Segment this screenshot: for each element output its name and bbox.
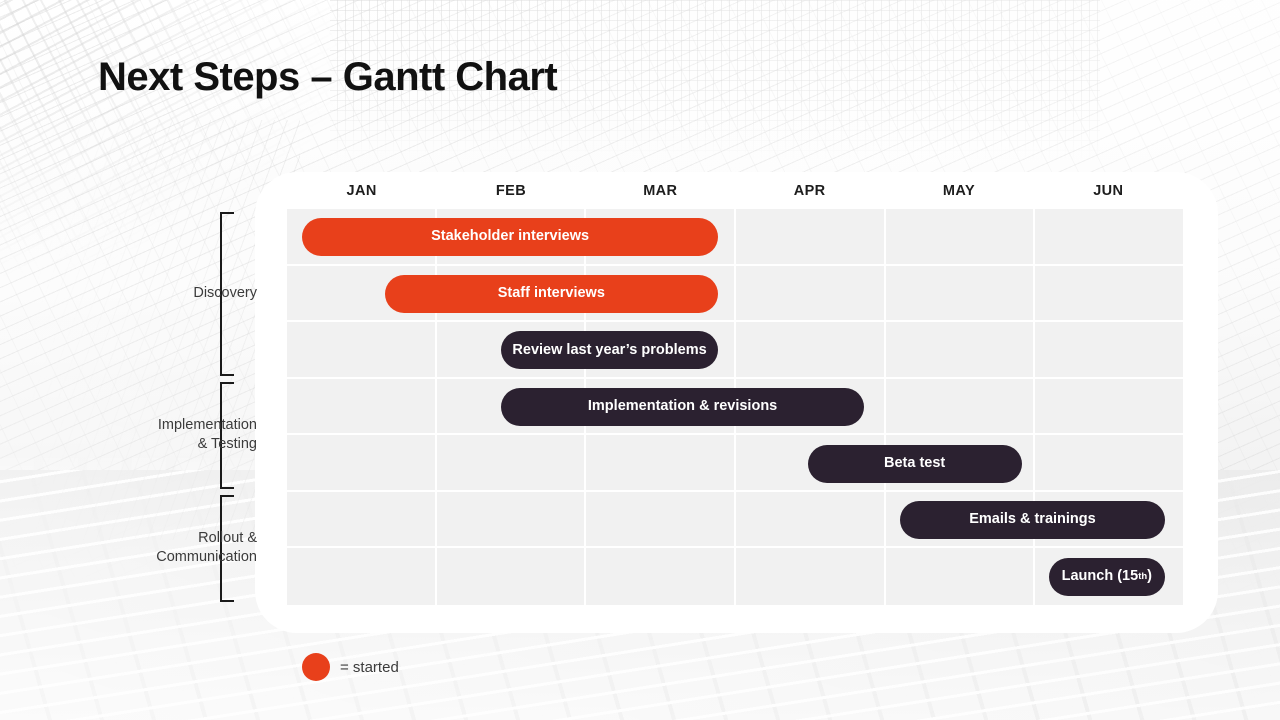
month-label-may: MAY bbox=[942, 183, 976, 199]
gantt-grid-cell bbox=[586, 435, 737, 492]
gantt-grid-cell bbox=[287, 322, 437, 379]
gantt-grid-cell bbox=[287, 548, 437, 605]
gantt-bar-stakeholder-interviews[interactable]: Stakeholder interviews bbox=[302, 218, 718, 257]
gantt-bar-emails-trainings[interactable]: Emails & trainings bbox=[899, 501, 1166, 540]
gantt-grid-cell bbox=[287, 435, 437, 492]
gantt-grid-cell bbox=[736, 265, 886, 323]
month-label-mar: MAR bbox=[643, 183, 678, 199]
task-group-implementation: Implementation & Testing bbox=[158, 381, 287, 489]
gantt-grid-cell bbox=[436, 491, 587, 549]
gantt-bar-label: Beta test bbox=[884, 454, 946, 471]
gantt-grid-cell bbox=[885, 209, 1036, 266]
group-label: Implementation & Testing bbox=[157, 417, 257, 453]
legend: = started bbox=[302, 653, 399, 681]
legend-started-marker-icon bbox=[302, 653, 330, 681]
gantt-grid-cell bbox=[287, 378, 437, 436]
gantt-bar-beta-test[interactable]: Beta test bbox=[807, 444, 1022, 483]
gantt-grid-cell bbox=[736, 491, 886, 549]
group-label: Discovery bbox=[193, 285, 257, 302]
gantt-bar-label-tail: ) bbox=[1147, 567, 1152, 584]
task-group-rollout: Rollout & Communication bbox=[156, 494, 287, 602]
task-group-discovery: Discovery bbox=[193, 212, 287, 376]
gantt-grid-row bbox=[287, 435, 1184, 492]
gantt-grid-row bbox=[287, 322, 1184, 379]
gantt-grid-cell bbox=[885, 265, 1036, 323]
gantt-bar-review-last-year-s-problems[interactable]: Review last year’s problems bbox=[501, 331, 718, 370]
gantt-grid-cell bbox=[736, 209, 886, 266]
month-label-jun: JUN bbox=[1093, 183, 1124, 199]
gantt-grid-cell bbox=[287, 491, 437, 549]
gantt-bar-staff-interviews[interactable]: Staff interviews bbox=[384, 274, 718, 313]
gantt-grid-cell bbox=[736, 548, 886, 605]
gantt-bar-label: Review last year’s problems bbox=[512, 341, 707, 358]
gantt-bar-label: Stakeholder interviews bbox=[431, 228, 590, 245]
month-label-apr: APR bbox=[793, 183, 826, 199]
gantt-grid-cell bbox=[885, 322, 1036, 379]
gantt-grid-cell bbox=[1035, 378, 1184, 436]
gantt-bar-implementation-revisions[interactable]: Implementation & revisions bbox=[501, 388, 865, 426]
gantt-grid-cell bbox=[586, 548, 737, 605]
gantt-bar-label: Launch (15 bbox=[1061, 567, 1139, 584]
gantt-grid-cell bbox=[885, 378, 1036, 436]
gantt-grid-cell bbox=[885, 548, 1036, 605]
gantt-grid-cell bbox=[1035, 322, 1184, 379]
gantt-grid-cell bbox=[436, 548, 587, 605]
gantt-grid-cell bbox=[1035, 209, 1184, 266]
page-title: Next Steps – Gantt Chart bbox=[98, 55, 558, 99]
gantt-grid-cell bbox=[1035, 435, 1184, 492]
timeline-month-header: JAN FEB MAR APR MAY JUN bbox=[287, 183, 1183, 205]
gantt-bar-label: Implementation & revisions bbox=[587, 398, 778, 415]
gantt-grid-cell bbox=[586, 491, 737, 549]
gantt-grid-cell bbox=[736, 322, 886, 379]
gantt-grid-cell bbox=[436, 435, 587, 492]
group-label: Rollout & Communication bbox=[156, 530, 257, 566]
month-label-jan: JAN bbox=[346, 183, 377, 199]
gantt-bar-label: Staff interviews bbox=[497, 285, 605, 302]
gantt-grid-cell bbox=[1035, 265, 1184, 323]
gantt-bar-label-superscript: th bbox=[1138, 570, 1148, 582]
legend-label: = started bbox=[340, 658, 399, 676]
gantt-bar-label: Emails & trainings bbox=[969, 511, 1096, 528]
month-label-feb: FEB bbox=[495, 183, 527, 199]
